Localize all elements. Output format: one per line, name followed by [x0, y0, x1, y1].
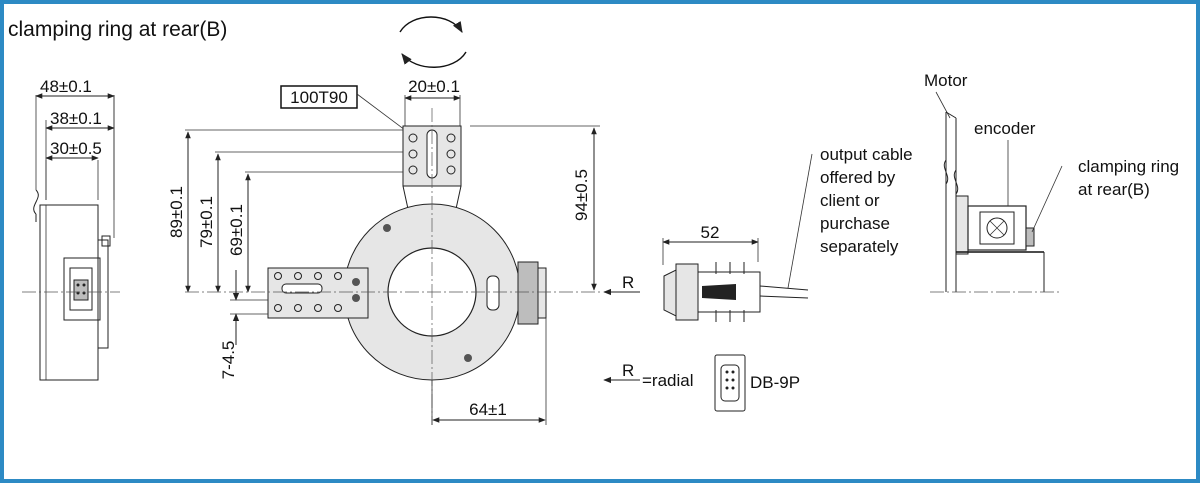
- side-connector: [63, 257, 101, 321]
- output-cable: [759, 285, 809, 291]
- radial-r-label: R: [622, 273, 634, 292]
- dim-69-label: 69±0.1: [227, 204, 246, 256]
- front-view: 100T90 20±0.1 89±0.1 79±0.1 69±0.1: [167, 16, 600, 425]
- dim-48-label: 48±0.1: [40, 77, 92, 96]
- cable-note-line-1: output cable: [820, 145, 913, 164]
- legend-connector-label: DB-9P: [750, 373, 800, 392]
- motor-wall: [945, 112, 957, 292]
- side-body: [39, 204, 99, 381]
- side-view: 48±0.1 38±0.1 30±0.5: [22, 77, 120, 381]
- dim-7-45-label: 7-4.5: [219, 341, 238, 380]
- dim-94-label: 94±0.5: [572, 169, 591, 221]
- dim-79-label: 79±0.1: [197, 196, 216, 248]
- db9-connector-icon: [714, 354, 746, 412]
- model-label: 100T90: [290, 88, 348, 107]
- legend-r-meaning: =radial: [642, 371, 694, 390]
- page-title: clamping ring at rear(B): [8, 18, 227, 41]
- model-label-box: [280, 85, 358, 109]
- db9-plug: [675, 263, 699, 321]
- encoder-label: encoder: [974, 119, 1036, 138]
- clamp-label-line-2: at rear(B): [1078, 180, 1150, 199]
- cable-note-line-2: offered by: [820, 168, 896, 187]
- mounting-view: Motor encoder clamping ring at rear(B): [924, 71, 1179, 293]
- cable-note-line-4: purchase: [820, 214, 890, 233]
- dim-20-label: 20±0.1: [408, 77, 460, 96]
- dim-89-label: 89±0.1: [167, 186, 186, 238]
- legend-r-symbol: R: [622, 361, 634, 380]
- dim-52-label: 52: [701, 223, 720, 242]
- dim-30-label: 30±0.5: [50, 139, 102, 158]
- cable-view: R 52 output cable offered by client or p…: [603, 145, 913, 322]
- dim-38-label: 38±0.1: [50, 109, 102, 128]
- rotate-cw-arrow-icon: [399, 16, 463, 33]
- motor-label: Motor: [924, 71, 968, 90]
- rotate-ccw-arrow-icon: [401, 51, 467, 68]
- front-connector: [517, 261, 539, 325]
- cable-note-line-5: separately: [820, 237, 899, 256]
- cable-note-line-3: client or: [820, 191, 880, 210]
- legend: R =radial DB-9P: [603, 354, 800, 412]
- clamp-label-line-1: clamping ring: [1078, 157, 1179, 176]
- dim-64-label: 64±1: [469, 400, 507, 419]
